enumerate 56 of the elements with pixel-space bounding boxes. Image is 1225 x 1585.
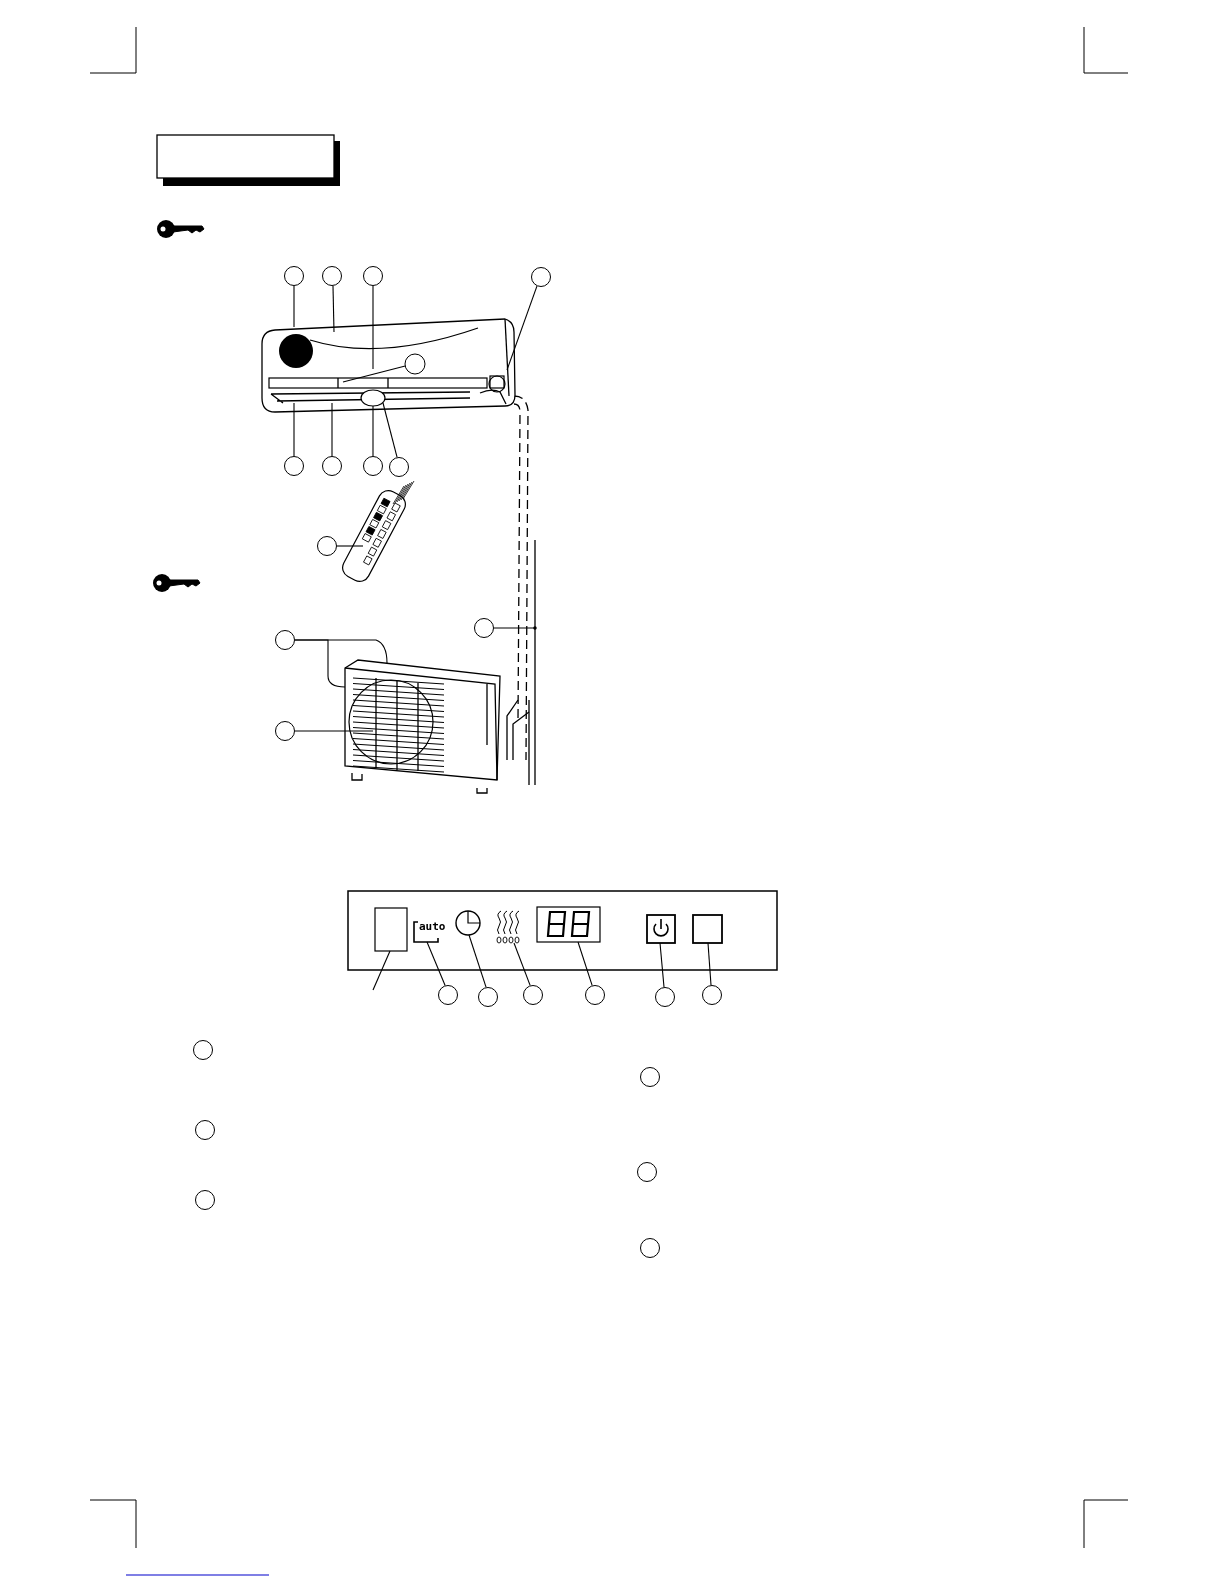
leader-line xyxy=(468,934,487,988)
indoor-unit-drawing xyxy=(261,318,516,413)
square-button xyxy=(692,914,723,944)
callout-circle xyxy=(322,456,342,476)
pipe-drawing xyxy=(506,395,536,786)
callout-circle xyxy=(523,985,543,1005)
leader-line xyxy=(372,285,374,370)
callout-circle xyxy=(404,353,426,375)
leader-line xyxy=(331,402,333,457)
seven-segment-display xyxy=(536,906,601,943)
leader-line xyxy=(293,402,295,457)
clock-icon xyxy=(455,910,481,936)
callout-circle xyxy=(322,266,342,286)
heat-drops-icon xyxy=(496,910,520,944)
leader-line xyxy=(577,941,593,986)
callout-circle xyxy=(585,985,605,1005)
leader-line xyxy=(707,942,712,986)
callout-circle xyxy=(195,1120,215,1140)
leader-line xyxy=(332,285,335,333)
outdoor-unit-drawing xyxy=(344,659,501,794)
power-button xyxy=(646,914,676,944)
callout-circle xyxy=(655,987,675,1007)
callout-circle xyxy=(193,1040,213,1060)
leader-line xyxy=(659,942,665,988)
leader-line xyxy=(294,639,346,688)
control-panel xyxy=(347,890,778,971)
callout-circle xyxy=(317,536,337,556)
callout-circle xyxy=(702,985,722,1005)
leader-line xyxy=(426,941,446,986)
callout-circle xyxy=(478,987,498,1007)
callout-circle xyxy=(474,618,494,638)
indicator-window xyxy=(374,907,408,952)
leader-line xyxy=(382,402,398,458)
fan-knob xyxy=(360,389,386,407)
callout-circle xyxy=(438,985,458,1005)
callout-circle xyxy=(363,456,383,476)
leader-line xyxy=(342,365,406,383)
callout-circle xyxy=(640,1238,660,1258)
leader-line xyxy=(336,545,364,547)
callout-circle xyxy=(531,267,551,287)
leader-line xyxy=(506,285,538,371)
callout-circle xyxy=(637,1162,657,1182)
leader-line xyxy=(294,730,374,732)
leader-line xyxy=(372,950,391,991)
callout-circle xyxy=(275,721,295,741)
leader-line xyxy=(372,405,374,457)
leader-line xyxy=(513,942,531,986)
leader-line xyxy=(293,285,295,328)
callout-circle xyxy=(389,457,409,477)
callout-circle xyxy=(640,1067,660,1087)
callout-circle xyxy=(284,456,304,476)
callout-circle xyxy=(195,1190,215,1210)
callout-circle xyxy=(363,266,383,286)
leader-line xyxy=(493,626,537,630)
callout-circle xyxy=(284,266,304,286)
callout-circle xyxy=(275,630,295,650)
